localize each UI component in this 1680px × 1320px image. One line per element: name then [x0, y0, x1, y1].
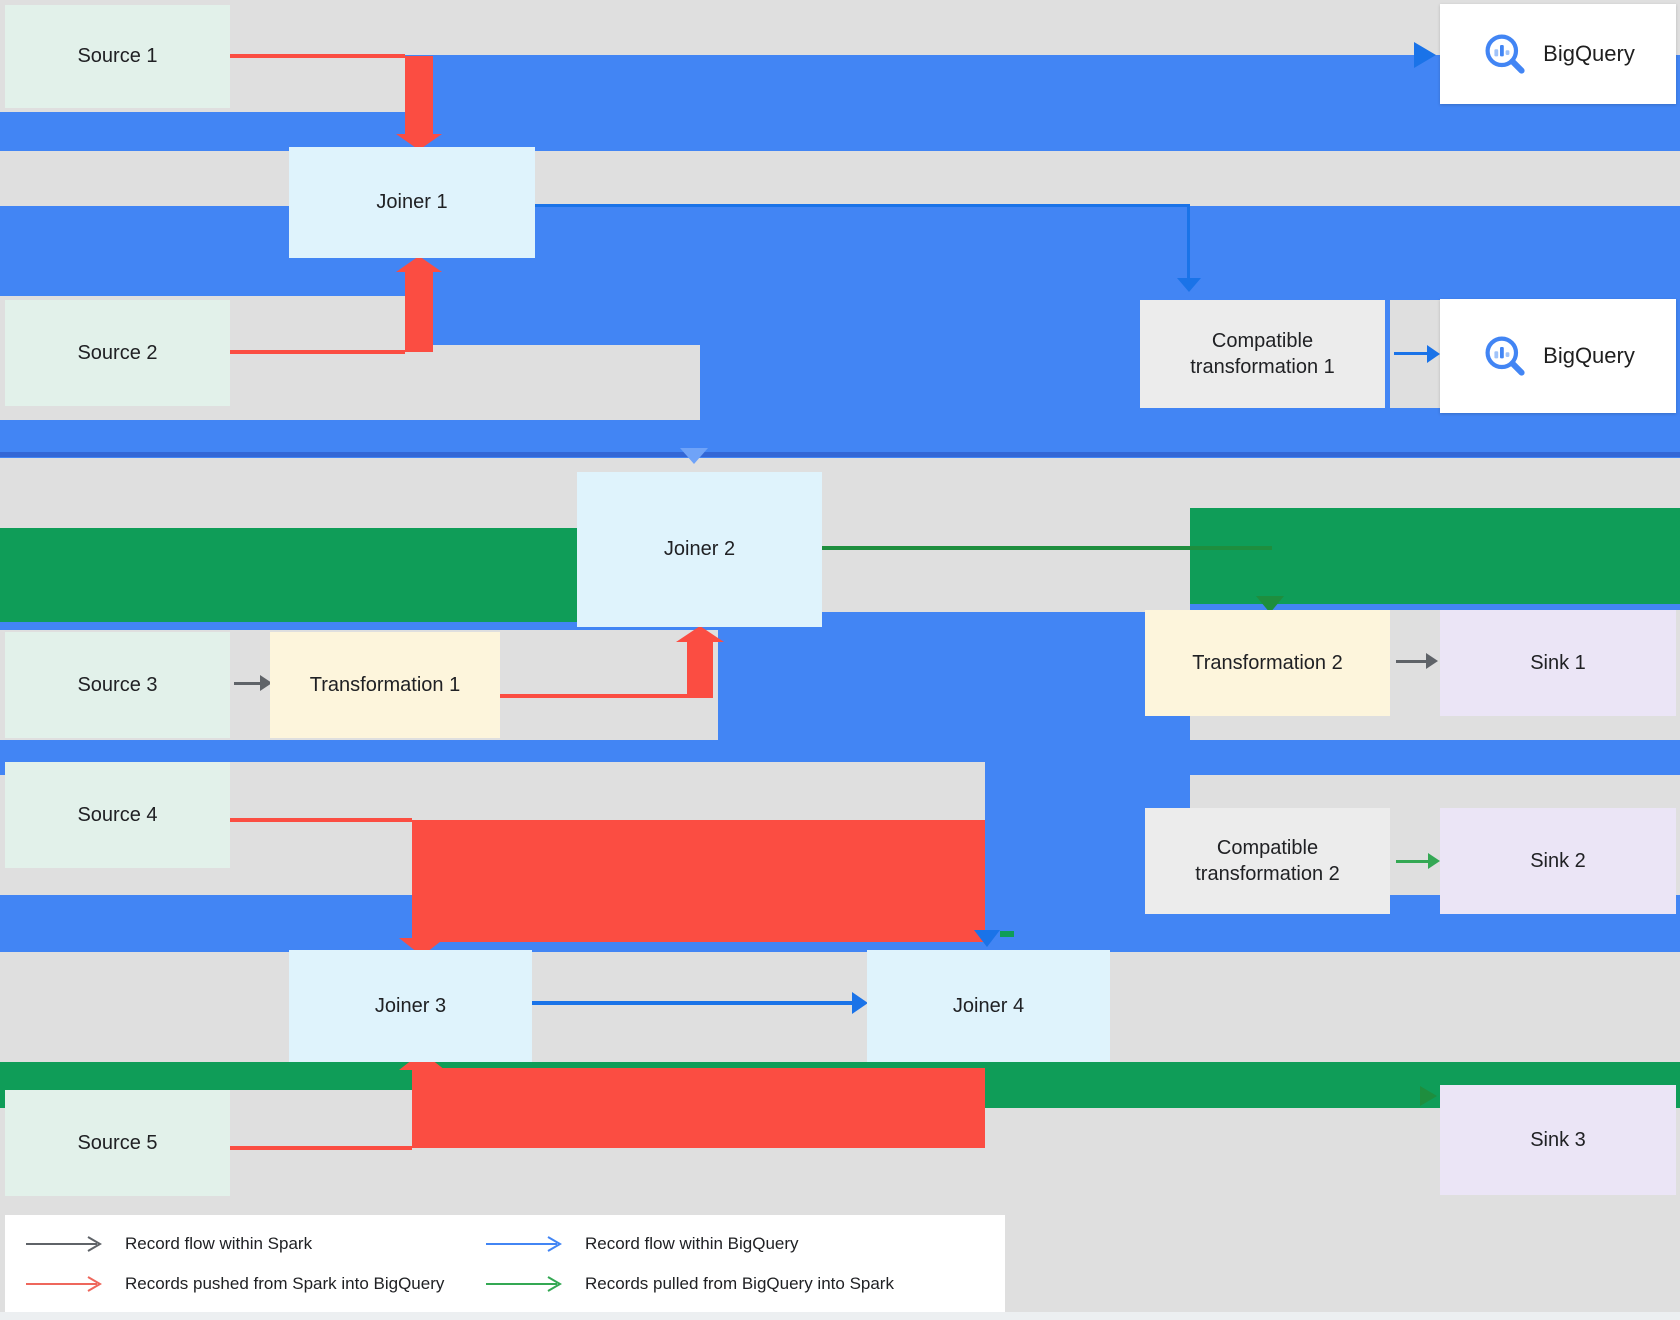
bigquery-band-row1 [0, 112, 1680, 151]
node-label: Source 5 [77, 1131, 158, 1154]
legend-label: Records pushed from Spark into BigQuery [125, 1273, 445, 1293]
node-bigquery1: BigQuery [1440, 4, 1676, 104]
pull-arrowhead-into-transformation2 [1256, 596, 1284, 613]
node-label: Compatible transformation 2 [1195, 836, 1340, 885]
legend-label: Record flow within Spark [125, 1233, 313, 1253]
spark-arrowhead-into-transformation1 [260, 675, 272, 691]
pull-line-joiner2 [822, 546, 1272, 550]
bigquery-band-row3 [0, 420, 1680, 458]
legend-arrow-bigquery-flow-icon [486, 1235, 562, 1252]
bigquery-logo-icon [1485, 34, 1525, 74]
node-label: Joiner 1 [376, 191, 448, 214]
push-block-source4 [412, 820, 985, 942]
pull-band-right [1190, 508, 1680, 604]
pull-tick-joiner4 [1000, 931, 1014, 937]
push-bar-transformation1 [687, 642, 713, 698]
bigquery-arrowhead-into-joiner4 [852, 992, 868, 1014]
pull-arrowhead-into-sink2 [1428, 853, 1440, 869]
node-label: Joiner 3 [374, 994, 447, 1017]
push-arrowhead-into-joiner1-top [396, 134, 442, 150]
bottom-strip [0, 1312, 1680, 1320]
node-bigquery2: BigQuery [1440, 299, 1676, 413]
bigquery-line-compatible1 [1394, 352, 1430, 355]
node-sink2: Sink 2 [1440, 808, 1676, 914]
node-compatible1: Compatible transformation 1 [1140, 300, 1385, 408]
node-source1: Source 1 [5, 5, 230, 108]
push-bar-source2 [405, 272, 433, 352]
node-source3: Source 3 [5, 632, 230, 738]
node-label: Transformation 1 [309, 673, 461, 696]
push-block-source5 [412, 1068, 985, 1148]
bigquery-arrowhead-into-joiner2 [680, 448, 708, 464]
bigquery-strip-under-pull-band [0, 622, 718, 630]
node-label: Compatible transformation 1 [1190, 329, 1335, 378]
legend: Record flow within Spark Record flow with… [5, 1215, 1005, 1312]
bigquery-line-joiner3-joiner4 [532, 1001, 854, 1005]
node-sink1: Sink 1 [1440, 610, 1676, 716]
node-label: BigQuery [1543, 343, 1635, 369]
bigquery-arrowhead-into-bigquery1 [1414, 42, 1436, 68]
node-label: Sink 1 [1530, 651, 1586, 674]
bigquery-logo-icon [1485, 336, 1525, 376]
legend-item-spark-flow: Record flow within Spark [25, 1234, 485, 1254]
spark-line-source3 [234, 682, 262, 685]
push-line-source2 [230, 350, 405, 354]
spark-row-source2-upper [230, 300, 405, 352]
node-label: Joiner 2 [663, 538, 736, 561]
bigquery-arrowhead-into-compatible1 [1177, 278, 1201, 292]
spark-row-source5 [230, 1090, 412, 1148]
pull-line-compatible2 [1396, 860, 1428, 863]
push-bar-source1 [405, 56, 433, 136]
bigquery-arrowhead-into-joiner4-top [974, 930, 1000, 947]
legend-arrow-push-flow-icon [26, 1275, 102, 1292]
legend-item-bigquery-flow: Record flow within BigQuery [485, 1234, 995, 1254]
node-joiner2: Joiner 2 [577, 472, 822, 627]
push-arrowhead-into-joiner1-bottom [396, 256, 442, 272]
node-label: Source 4 [77, 803, 158, 826]
node-transformation1: Transformation 1 [270, 632, 500, 738]
push-arrowhead-into-joiner2 [676, 626, 724, 642]
bigquery-band-row2 [0, 206, 1680, 296]
node-joiner1: Joiner 1 [289, 147, 535, 258]
bigquery-line-joiner1-v [1187, 204, 1190, 280]
node-label: Sink 3 [1530, 1128, 1586, 1151]
node-label: Source 1 [77, 45, 158, 68]
node-label: Joiner 4 [952, 994, 1025, 1017]
legend-item-pull-flow: Records pulled from BigQuery into Spark [485, 1274, 995, 1294]
node-transformation2: Transformation 2 [1145, 610, 1390, 716]
node-label: Source 2 [77, 341, 158, 364]
node-label: Sink 2 [1530, 849, 1586, 872]
spark-line-transformation2 [1396, 660, 1428, 663]
legend-item-push-flow: Records pushed from Spark into BigQuery [25, 1274, 485, 1294]
node-source5: Source 5 [5, 1090, 230, 1196]
node-label: Source 3 [77, 673, 158, 696]
node-compatible2: Compatible transformation 2 [1145, 808, 1390, 914]
node-source4: Source 4 [5, 762, 230, 868]
bigquery-strip-under-pull-band-right [1190, 604, 1680, 610]
legend-arrow-pull-flow-icon [486, 1275, 562, 1292]
node-joiner4: Joiner 4 [867, 950, 1110, 1062]
legend-label: Records pulled from BigQuery into Spark [585, 1273, 894, 1293]
node-label: Transformation 2 [1192, 651, 1343, 674]
node-source2: Source 2 [5, 300, 230, 406]
bigquery-line-joiner1-h [535, 204, 1188, 207]
spark-arrowhead-into-sink1 [1426, 653, 1438, 669]
legend-label: Record flow within BigQuery [585, 1233, 799, 1253]
legend-arrow-spark-flow-icon [26, 1235, 102, 1252]
push-line-source4 [230, 818, 412, 822]
push-line-source5 [230, 1146, 412, 1150]
node-joiner3: Joiner 3 [289, 950, 532, 1062]
push-line-source1 [230, 54, 405, 58]
bigquery-arrowhead-into-bigquery2 [1427, 345, 1440, 363]
spark-row-source2 [230, 352, 700, 420]
push-line-transformation1 [500, 694, 690, 698]
node-label: BigQuery [1543, 41, 1635, 67]
node-sink3: Sink 3 [1440, 1085, 1676, 1195]
pull-arrowhead-into-sink3 [1420, 1086, 1437, 1106]
bigquery-flow-line-row3 [0, 452, 1680, 457]
